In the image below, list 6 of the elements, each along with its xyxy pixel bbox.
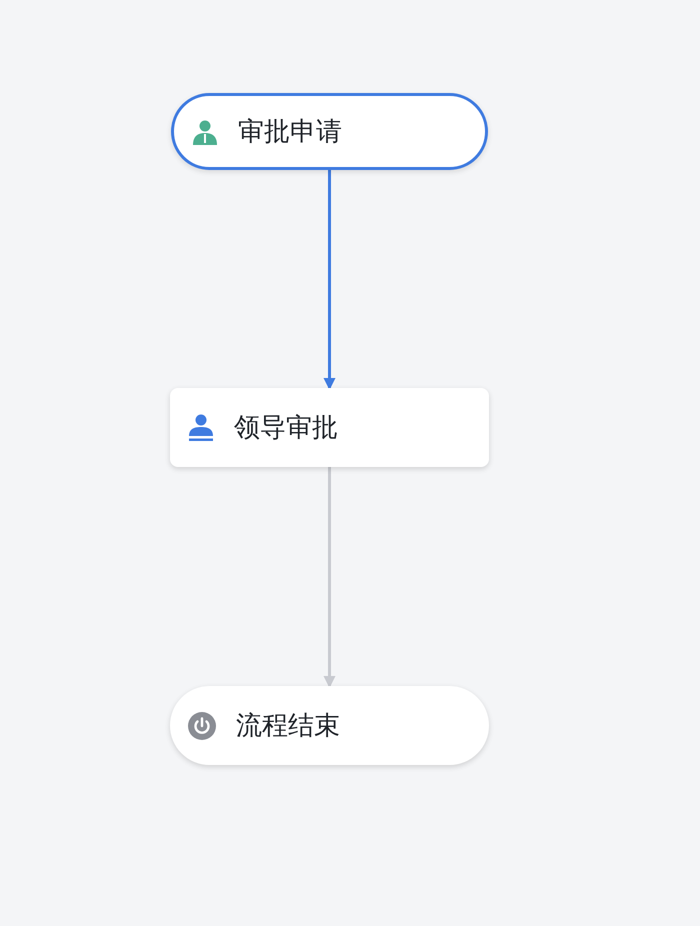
arrow (324, 467, 336, 688)
node-label: 流程结束 (236, 709, 340, 742)
process-node (170, 388, 489, 467)
arrow (324, 170, 336, 390)
node-label: 领导审批 (234, 411, 338, 444)
node-label: 审批申请 (238, 115, 342, 148)
